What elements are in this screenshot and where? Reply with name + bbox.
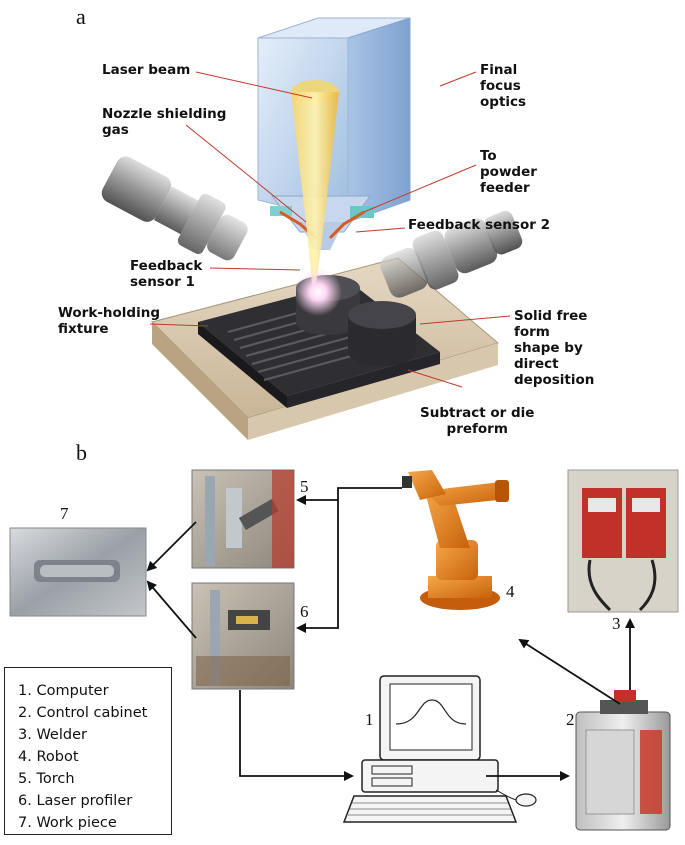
legend-item-torch: 5. Torch (18, 771, 75, 787)
computer-shape (342, 675, 537, 823)
laser-profiler-photo (191, 582, 295, 690)
welder-photo (567, 469, 679, 613)
label-laser-beam: Laser beam (102, 62, 191, 78)
robot-shape (402, 470, 509, 610)
label-feedback-sensor-2: Feedback sensor 2 (408, 217, 550, 233)
panel-b-letter: b (76, 440, 87, 465)
number-7: 7 (60, 504, 69, 523)
label-work-holding-fixture: Work-holding fixture (58, 305, 161, 337)
callout-lines (149, 71, 511, 388)
label-nozzle-shielding-gas: Nozzle shielding gas (102, 106, 227, 138)
number-5: 5 (300, 477, 309, 496)
label-to-powder-feeder: To powder feeder (480, 148, 537, 196)
feedback-sensor-1-shape (101, 156, 248, 261)
legend-item-computer: 1. Computer (18, 683, 109, 699)
laser-beam-shape (291, 80, 342, 316)
legend-item-robot: 4. Robot (18, 749, 79, 765)
panel-a-letter: a (76, 4, 86, 29)
legend-item-work-piece: 7. Work piece (18, 815, 117, 831)
number-2: 2 (566, 710, 575, 729)
number-1: 1 (365, 710, 374, 729)
number-6: 6 (300, 602, 309, 621)
number-3: 3 (612, 614, 621, 633)
label-feedback-sensor-1: Feedback sensor 1 (130, 258, 203, 290)
control-cabinet-shape (575, 690, 671, 831)
feedback-sensor-2-shape (380, 210, 523, 298)
legend-item-laser-profiler: 6. Laser profiler (18, 793, 133, 809)
legend-item-control-cabinet: 2. Control cabinet (18, 705, 148, 721)
number-4: 4 (506, 582, 515, 601)
panel-a-illustration (101, 17, 523, 440)
label-subtract-or-die-preform: Subtract or die preform (420, 405, 535, 437)
torch-photo (191, 469, 295, 569)
label-final-focus-optics: Final focus optics (480, 62, 527, 110)
component-legend: 1. Computer 2. Control cabinet 3. Welder… (4, 667, 172, 835)
panel-b-illustration (9, 469, 679, 831)
flow-arrows (146, 487, 635, 781)
legend-item-welder: 3. Welder (18, 727, 87, 743)
label-solid-free-form: Solid free form shape by direct depositi… (514, 308, 595, 388)
work-piece-photo (9, 527, 147, 617)
